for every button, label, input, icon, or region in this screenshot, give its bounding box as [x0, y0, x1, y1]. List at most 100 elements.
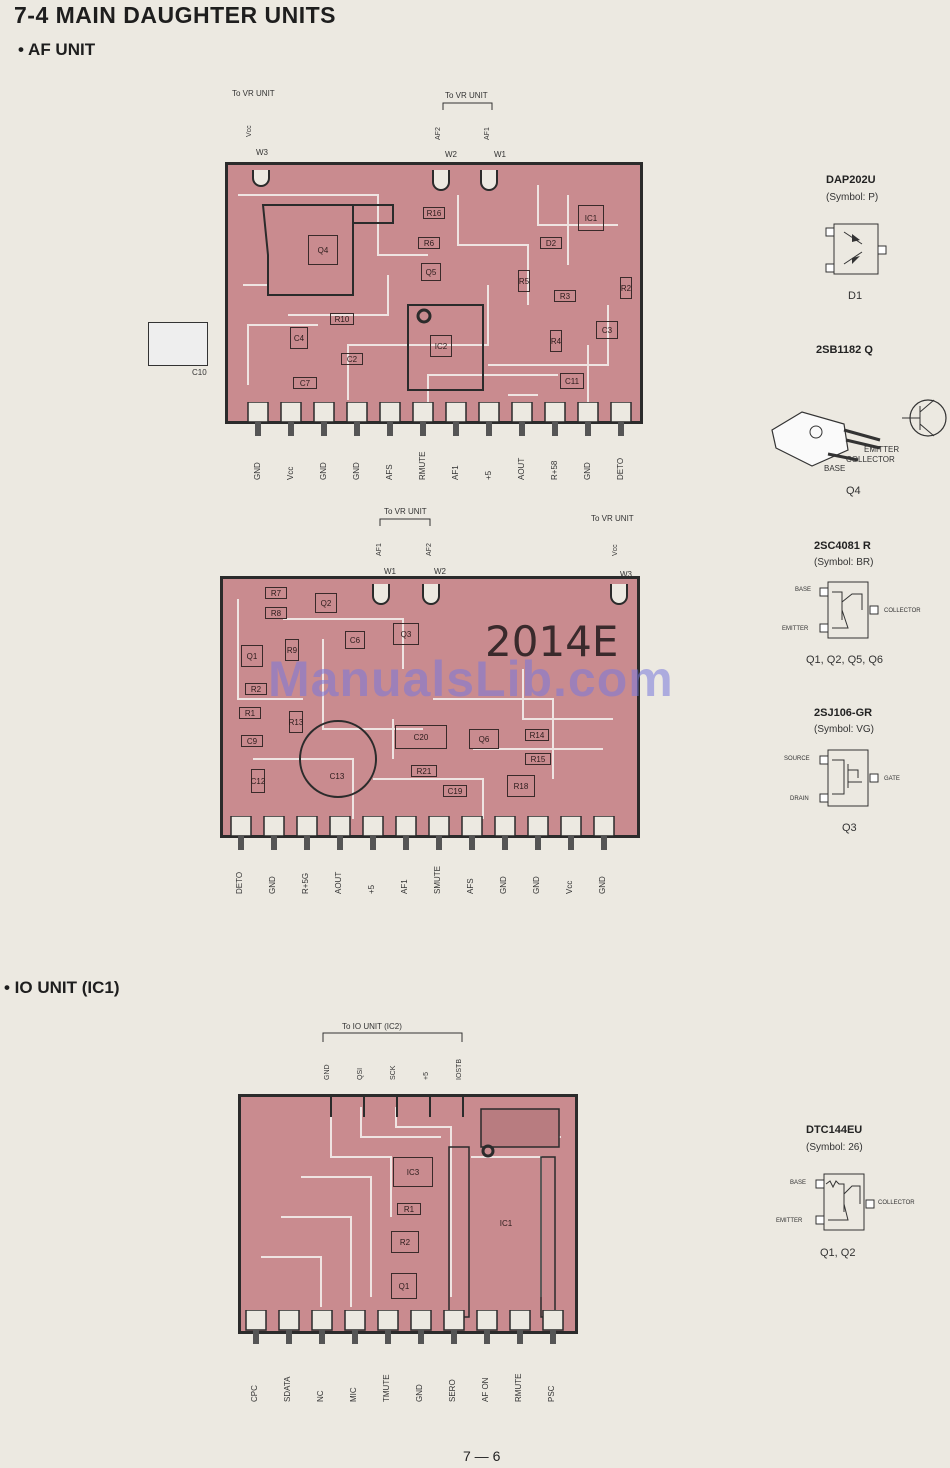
- af1-pin-1: GND: [253, 462, 262, 480]
- af2-comp-r21: R21: [411, 765, 437, 777]
- af2-comp-c20: C20: [395, 725, 447, 749]
- part-dap202u-caption: D1: [848, 290, 863, 302]
- io-pin-1: CPC: [250, 1385, 259, 1402]
- af1-comp-ic2: IC2: [430, 335, 452, 357]
- digital-transistor-icon: [815, 1173, 875, 1231]
- part-2sj106-pin-gate: GATE: [884, 776, 900, 782]
- af2-board-marking: 2014E: [485, 617, 619, 666]
- io-pcb: IC3 IC1 R1 R2 Q1: [238, 1094, 578, 1334]
- af1-pin-2: Vcc: [286, 466, 295, 480]
- af2-wire-w3: W3: [620, 570, 632, 579]
- part-2sb1182-caption: Q4: [846, 485, 861, 497]
- af1-comp-c4: C4: [290, 327, 308, 349]
- af2-comp-q3: Q3: [393, 623, 419, 645]
- part-dtc144eu-pin-collector: COLLECTOR: [878, 1200, 915, 1206]
- part-dap202u-name: DAP202U: [826, 174, 876, 186]
- io-pin-4: MIC: [349, 1387, 358, 1402]
- part-2sb1182-pin-emitter: EMITTER: [864, 445, 900, 454]
- af2-comp-c9: C9: [241, 735, 263, 747]
- af1-pin-5: AFS: [385, 464, 394, 480]
- af1-bracket: [442, 102, 493, 110]
- af1-capacitor-c10-body: [148, 322, 208, 366]
- io-bracket: [322, 1032, 463, 1042]
- af2-pin-3: R+5G: [301, 872, 310, 894]
- part-2sj106-caption: Q3: [842, 822, 857, 834]
- io-bottom-pin-pads: [245, 1310, 564, 1344]
- af1-comp-r2: R2: [620, 277, 632, 299]
- af1-pin-11: GND: [583, 462, 592, 480]
- af2-comp-c6: C6: [345, 631, 365, 649]
- af2-pin-6: AF1: [400, 879, 409, 894]
- af2-comp-r9: R9: [285, 639, 299, 661]
- af2-comp-c12: C12: [251, 769, 265, 793]
- af1-comp-c10: C10: [192, 368, 207, 377]
- part-2sj106-pin-drain: DRAIN: [790, 796, 809, 802]
- part-2sj106-name: 2SJ106-GR: [814, 707, 873, 719]
- af2-pin-12: GND: [598, 876, 607, 894]
- af1-bottom-pin-pads: [247, 402, 632, 436]
- af1-comp-c2: C2: [341, 353, 363, 365]
- af1-pin-10: R+58: [550, 460, 559, 480]
- io-pin-3: NC: [316, 1390, 325, 1402]
- af1-wire-w1: W1: [494, 150, 506, 159]
- af1-comp-c3: C3: [596, 321, 618, 339]
- io-pin-6: GND: [415, 1384, 424, 1402]
- io-comp-q1: Q1: [391, 1273, 417, 1299]
- af2-connector-label-left: To VR UNIT: [384, 507, 427, 516]
- part-dtc144eu-name: DTC144EU: [806, 1124, 863, 1136]
- io-pin-10: PSC: [547, 1385, 556, 1402]
- af1-wire-w2: W2: [445, 150, 457, 159]
- af2-bracket: [379, 518, 431, 526]
- part-dtc144eu-pin-base: BASE: [790, 1180, 807, 1186]
- page-title: 7-4 MAIN DAUGHTER UNITS: [14, 2, 337, 28]
- npn-transistor-icon: [819, 581, 879, 639]
- part-2sj106-pin-source: SOURCE: [784, 756, 810, 762]
- part-2sc4081-name: 2SC4081 R: [814, 540, 871, 552]
- af2-pin-7: SMUTE: [433, 866, 442, 894]
- af1-pin-3: GND: [319, 462, 328, 480]
- af1-top-pin-vcc: Vcc: [246, 125, 253, 137]
- af2-comp-r14: R14: [525, 729, 549, 741]
- af2-comp-q1: Q1: [241, 645, 263, 667]
- af1-top-pin-af1: AF1: [484, 127, 491, 140]
- diode-pair-icon: [825, 223, 887, 275]
- af2-connector-label-right: To VR UNIT: [591, 514, 634, 523]
- io-top-pin-gnd: GND: [324, 1064, 331, 1080]
- io-top-pin-sck: SCK: [390, 1065, 397, 1080]
- af1-pin-9: AOUT: [517, 457, 526, 480]
- watermark: ManualsLib.com: [268, 651, 674, 707]
- part-2sb1182-name: 2SB1182 Q: [816, 344, 873, 356]
- af2-comp-r8: R8: [265, 607, 287, 619]
- af1-comp-r5: R5: [518, 270, 530, 292]
- io-pin-2: SDATA: [283, 1376, 292, 1402]
- af1-comp-r3: R3: [554, 290, 576, 302]
- af2-comp-r15: R15: [525, 753, 551, 765]
- af2-pin-11: Vcc: [565, 880, 574, 894]
- af2-comp-q2: Q2: [315, 593, 337, 613]
- af2-pin-5: +5: [367, 884, 376, 894]
- af2-comp-r2: R2: [245, 683, 267, 695]
- part-2sc4081-caption: Q1, Q2, Q5, Q6: [806, 654, 884, 666]
- io-pin-9: RMUTE: [514, 1373, 523, 1402]
- part-dtc144eu-caption: Q1, Q2: [820, 1247, 856, 1259]
- af1-comp-d2: D2: [540, 237, 562, 249]
- io-comp-ic1: IC1: [499, 1218, 513, 1228]
- af1-wire-w3: W3: [256, 148, 268, 157]
- part-dap202u-symbol: (Symbol: P): [826, 192, 879, 203]
- io-comp-ic3: IC3: [393, 1157, 433, 1187]
- fet-transistor-icon: [819, 749, 879, 807]
- af2-pin-9: GND: [499, 876, 508, 894]
- af2-top-pin-af1: AF1: [376, 543, 383, 556]
- part-2sc4081-pin-collector: COLLECTOR: [884, 608, 921, 614]
- af1-comp-r10: R10: [330, 313, 354, 325]
- io-pin-5: TMUTE: [382, 1374, 391, 1402]
- af2-wire-w1: W1: [384, 567, 396, 576]
- af1-comp-c7: C7: [293, 377, 317, 389]
- io-top-pin-5v: +5: [423, 1072, 430, 1080]
- af2-pin-2: GND: [268, 876, 277, 894]
- io-top-pin-qsi: QSI: [357, 1067, 364, 1080]
- io-pin-7: SERO: [448, 1379, 457, 1402]
- part-2sb1182-pin-base: BASE: [824, 464, 846, 473]
- af2-pin-4: AOUT: [334, 871, 343, 894]
- io-comp-r1: R1: [397, 1203, 421, 1215]
